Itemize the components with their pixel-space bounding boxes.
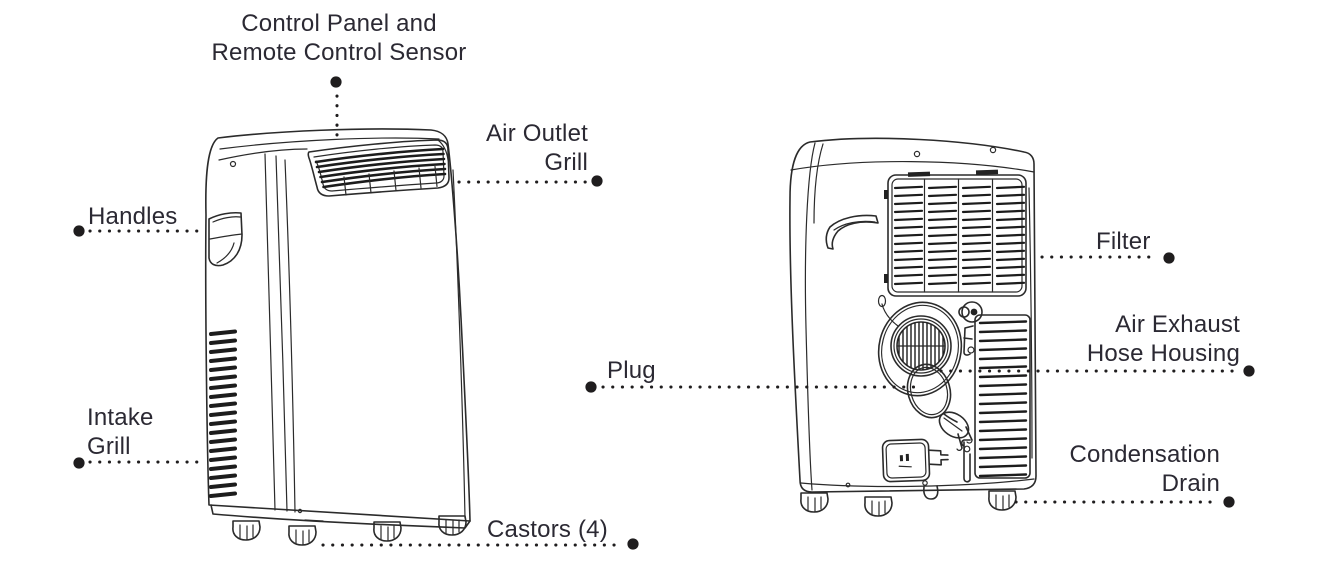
leader-dot-control-panel [330,76,342,88]
front-intake-grill [209,329,237,498]
label-line: Drain [1161,470,1220,497]
back-top-bracket [963,325,975,356]
label-line: Remote Control Sensor [211,39,467,66]
label-control-panel-and-remote-control-sensor: Control Panel and Remote Control Sensor [193,9,485,67]
leader-dot-air-exhaust-hose-housing [1243,365,1255,377]
label-filter: Filter [1096,227,1151,256]
front-unit-illustration [204,128,471,546]
label-castors: Castors (4) [487,515,608,544]
label-line: Castors (4) [487,516,608,543]
front-body-outline [204,128,471,522]
leader-dot-plug [585,381,597,393]
label-handles: Handles [88,202,177,231]
power-plug [938,411,973,451]
label-line: Condensation [1069,441,1220,468]
back-filter [877,169,1027,308]
label-plug: Plug [607,356,656,385]
leader-dot-intake-grill [73,457,85,469]
front-handle [208,211,243,267]
front-base-and-castors [210,504,471,546]
back-handle [825,214,879,250]
back-exhaust-hose-housing-grill [974,314,1031,479]
leader-dot-air-outlet-grill [591,175,603,187]
back-base-and-castors [800,478,1035,517]
label-line: Control Panel and [241,10,437,37]
label-air-exhaust-hose-housing: Air Exhaust Hose Housing [1060,310,1240,368]
back-plug-holder [881,438,949,483]
label-line: Intake [87,404,154,431]
front-air-outlet-grill [307,139,450,197]
label-line: Air Outlet [485,120,588,147]
label-line: Hose Housing [1086,340,1240,367]
back-fan-and-cord [877,301,973,451]
back-unit-illustration [789,137,1037,517]
label-line: Plug [607,357,656,384]
back-drain-clip [960,439,971,483]
leader-dot-castors [627,538,639,550]
label-line: Handles [88,203,178,230]
back-body-outline [789,137,1037,493]
label-line: Grill [544,149,588,176]
leader-dot-condensation-drain [1223,496,1235,508]
back-hose-knob [958,301,983,323]
label-line: Air Exhaust [1115,311,1240,338]
label-condensation-drain: Condensation Drain [1040,440,1220,498]
leader-dot-filter [1163,252,1175,264]
label-line: Grill [87,433,131,460]
label-air-outlet-grill: Air Outlet Grill [455,119,588,177]
label-intake-grill: Intake Grill [87,403,154,461]
label-line: Filter [1096,228,1151,255]
leader-dot-handles [73,225,85,237]
